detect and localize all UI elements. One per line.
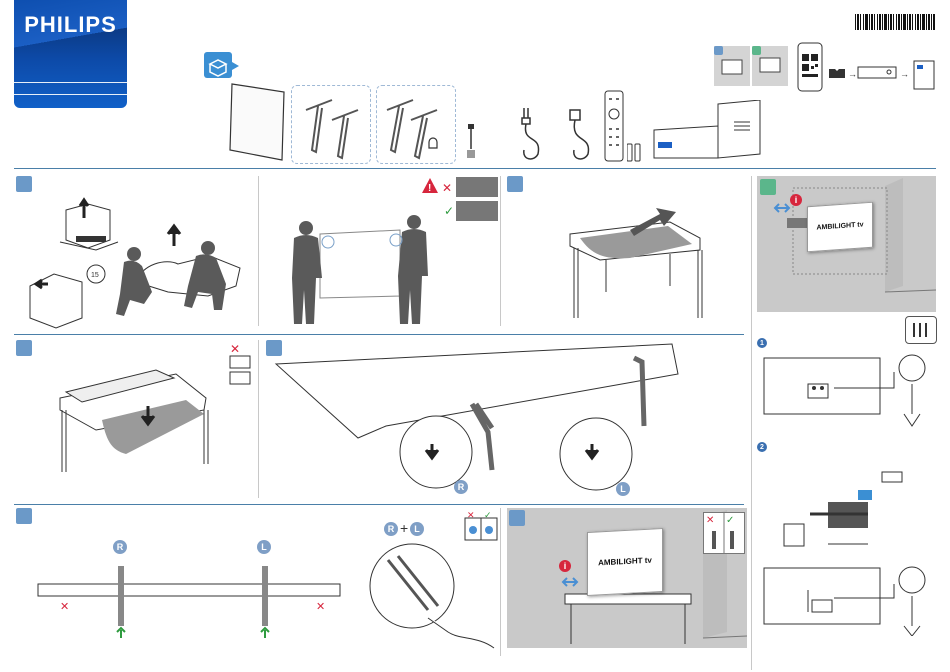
unbox-scene: 15 xyxy=(24,190,254,330)
stand-left-badge: L xyxy=(616,482,630,496)
step-two-badge: 2 xyxy=(757,442,767,452)
stand-right-badge: R xyxy=(113,540,127,554)
tv-screen: AMBILIGHT tv xyxy=(587,528,663,596)
power-cord-icon xyxy=(512,104,554,164)
wall-mount-card xyxy=(714,46,750,86)
stand-left-badge: L xyxy=(257,540,271,554)
cover-table-scene xyxy=(560,200,710,320)
stand-legs-icon xyxy=(291,85,371,164)
step-badge xyxy=(507,176,523,192)
svg-text:→: → xyxy=(848,69,857,79)
table-stand-card xyxy=(752,46,788,86)
step-one-badge: 1 xyxy=(757,338,767,348)
place-tv-on-table-scene xyxy=(56,364,216,472)
svg-text:✕: ✕ xyxy=(60,601,69,613)
tv-stand-check-panel: ✕ ✓ xyxy=(703,512,745,554)
svg-text:✓: ✓ xyxy=(444,204,454,218)
stand-positions-scene: ✕ ✕ xyxy=(34,560,344,640)
step-badge xyxy=(16,508,32,524)
attach-stands-scene: R L xyxy=(266,340,746,500)
power-cord-uk-icon xyxy=(560,104,602,164)
table-stand-preview: i AMBILIGHT tv ✕ ✓ xyxy=(507,508,747,648)
svg-text:✕: ✕ xyxy=(442,181,452,195)
svg-text:✓: ✓ xyxy=(726,515,734,526)
stand-right-badge: R xyxy=(384,522,398,536)
stand-right-badge: R xyxy=(454,480,468,494)
svg-text:✕: ✕ xyxy=(467,510,475,520)
vesa-mount-step-one xyxy=(762,354,937,430)
row-divider xyxy=(14,334,744,335)
svg-text:✕: ✕ xyxy=(316,601,325,613)
stand-left-badge: L xyxy=(410,522,424,536)
wall-mount-preview: i AMBILIGHT tv xyxy=(757,176,936,312)
brand-name: PHILIPS xyxy=(14,12,127,38)
warning-panel-small: ✕ xyxy=(228,342,252,388)
soundbar-box-icon xyxy=(650,100,762,160)
remote-icon xyxy=(603,90,625,162)
wall-bracket-step-two xyxy=(782,470,932,550)
plus-sign: + xyxy=(400,520,408,536)
step-badge xyxy=(16,340,32,356)
svg-text:✕: ✕ xyxy=(706,515,714,526)
stand-legs-alt-icon xyxy=(376,85,456,164)
info-icon: i xyxy=(790,194,802,206)
svg-text:✓: ✓ xyxy=(484,510,492,520)
phone-qr-icon xyxy=(797,42,823,92)
screw-pack-icon xyxy=(905,316,937,344)
check-cross-panel: ✕ ✓ xyxy=(464,510,498,542)
two-people-carry-scene xyxy=(290,212,440,328)
screw-icon xyxy=(466,124,476,160)
svg-text:✕: ✕ xyxy=(230,342,240,356)
svg-text:→: → xyxy=(900,69,909,79)
cable-clip-scene xyxy=(368,540,498,650)
vesa-mount-step-two xyxy=(762,556,937,636)
philips-logo: PHILIPS xyxy=(14,0,127,108)
svg-text:15: 15 xyxy=(91,272,99,279)
header-divider xyxy=(14,168,936,169)
info-icon: i xyxy=(559,560,571,572)
tv-panel-icon xyxy=(228,80,286,162)
ambilight-label: AMBILIGHT tv xyxy=(588,555,662,568)
barcode xyxy=(855,14,935,30)
svg-text:!: ! xyxy=(428,183,431,194)
row-divider xyxy=(14,504,744,505)
box-open-icon xyxy=(204,52,240,80)
tv-screen: AMBILIGHT tv xyxy=(807,202,873,253)
manual-icon xyxy=(913,60,935,90)
battery-icon xyxy=(627,142,641,162)
ambilight-label: AMBILIGHT tv xyxy=(808,221,872,232)
